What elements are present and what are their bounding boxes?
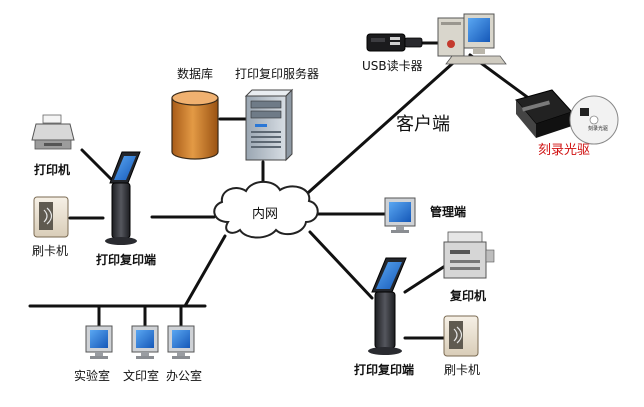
network-kiosk-right-link: [308, 230, 374, 300]
network-label: 内网: [252, 206, 278, 222]
copier-icon: [443, 231, 495, 279]
database-label: 数据库: [177, 66, 213, 81]
burner-label: 刻录光驱: [538, 143, 590, 158]
card-reader-left-icon: [33, 196, 69, 238]
admin-label: 管理端: [430, 204, 466, 219]
kiosk-right-icon: [368, 257, 407, 355]
card-reader-right-icon: [443, 315, 479, 357]
kiosk-left-label: 打印复印端: [96, 252, 156, 267]
client-label: 客户端: [396, 114, 450, 135]
lab-monitor-icon: [85, 325, 113, 359]
database-icon: [171, 90, 219, 160]
usb-card-reader-icon: [366, 33, 423, 52]
usb-reader-label: USB读卡器: [362, 59, 423, 73]
network-cloud-icon: [213, 180, 319, 239]
client-pc-icon: [437, 13, 507, 65]
network-lan-link: [183, 234, 227, 308]
clerical-office-monitor-icon: [131, 325, 159, 359]
kiosk-copier-link: [403, 264, 447, 294]
disc-text: 刻录光驱: [588, 125, 608, 132]
admin-monitor-icon: [384, 197, 416, 233]
office-label: 办公室: [166, 368, 202, 383]
card-reader-left-label: 刷卡机: [32, 244, 68, 258]
printer-icon: [31, 114, 75, 150]
network-client-link: [298, 53, 464, 202]
clerical-office-label: 文印室: [123, 368, 159, 383]
cd-disc-icon: 刻录光驱: [569, 95, 619, 145]
lab-label: 实验室: [74, 368, 110, 383]
card-reader-right-label: 刷卡机: [444, 363, 480, 377]
kiosk-right-label: 打印复印端: [354, 362, 414, 377]
disc-burner-icon: [515, 89, 573, 138]
print-server-icon: [244, 88, 294, 162]
connection-lines: [28, 41, 540, 340]
copier-label: 复印机: [449, 288, 486, 303]
office-monitor-icon: [167, 325, 195, 359]
print-server-label: 打印复印服务器: [235, 66, 319, 81]
kiosk-left-icon: [105, 151, 141, 245]
printer-label: 打印机: [34, 162, 70, 177]
printer-kiosk-link: [80, 148, 114, 182]
